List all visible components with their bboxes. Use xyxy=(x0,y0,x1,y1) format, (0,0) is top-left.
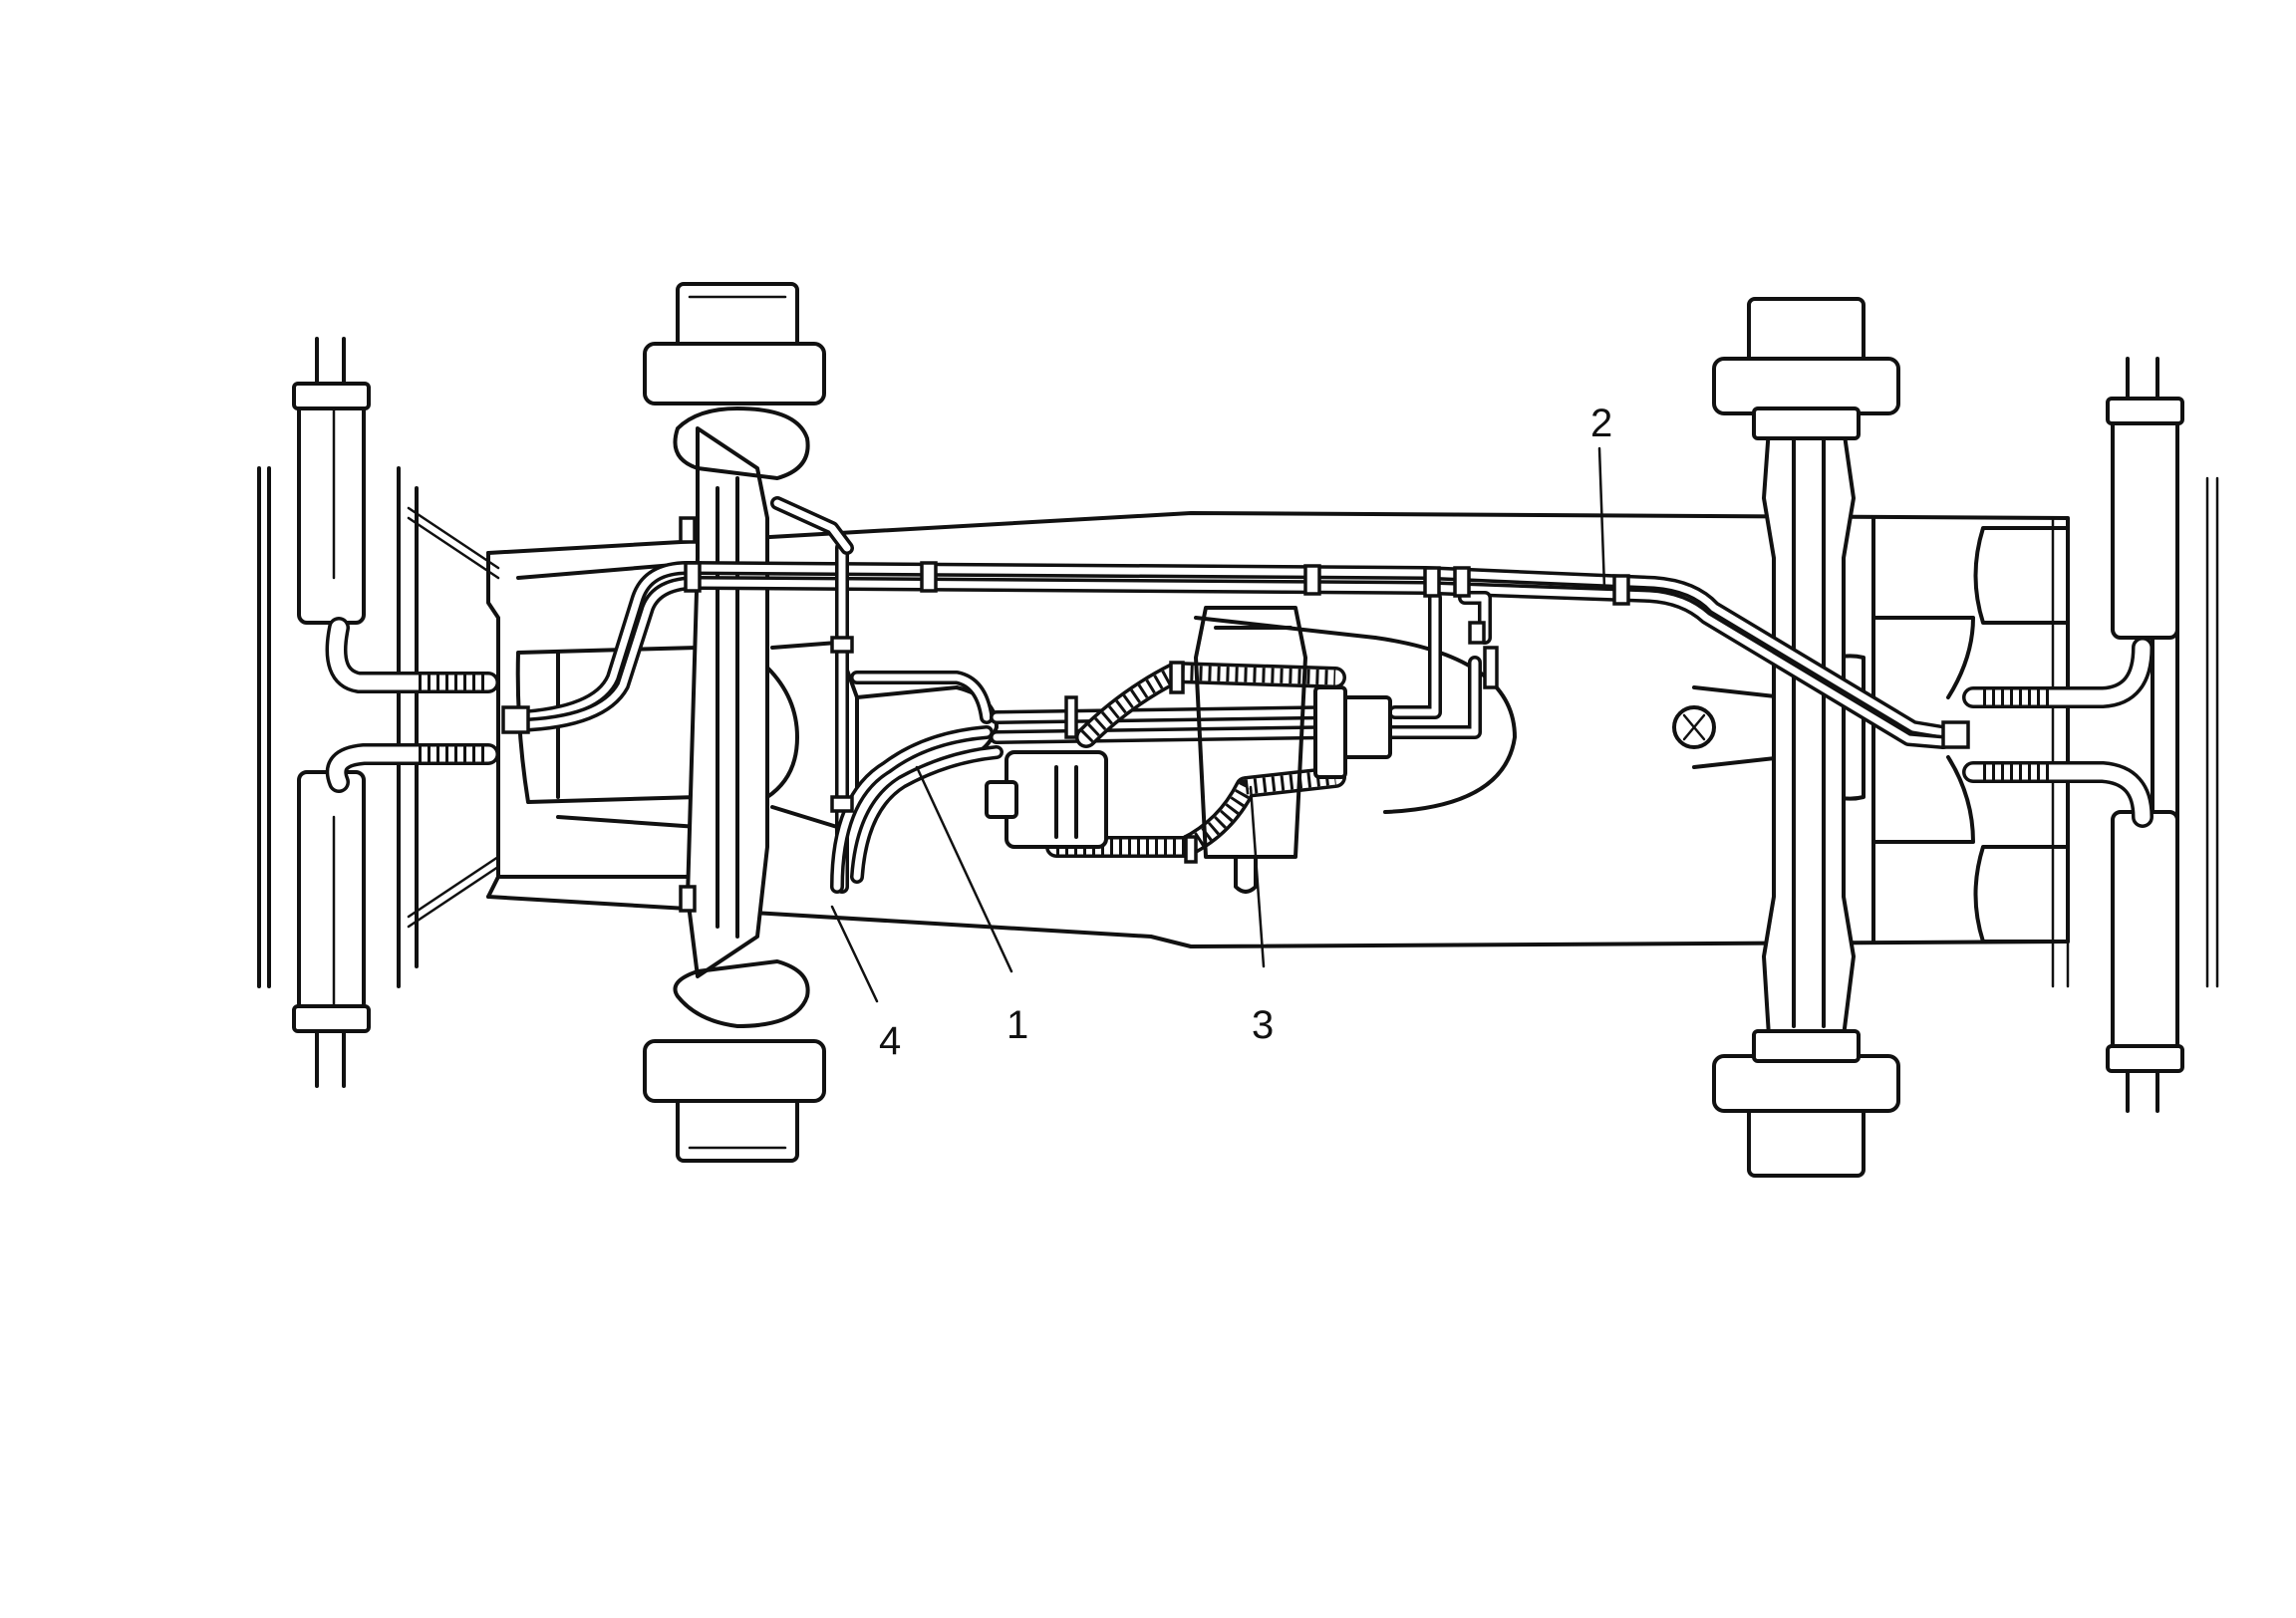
front-shock-absorbers xyxy=(292,337,371,1088)
callout-3: 3 xyxy=(1252,1003,1274,1047)
rear-shock-absorbers xyxy=(2106,357,2184,1113)
brake-booster-assembly xyxy=(985,606,1392,894)
callout-leaders xyxy=(830,446,1606,1003)
front-left-wheel xyxy=(643,282,826,480)
callout-4: 4 xyxy=(879,1019,901,1063)
rear-axle xyxy=(1712,297,1900,1178)
front-right-wheel xyxy=(643,959,826,1163)
rear-left-wheel xyxy=(1712,297,1900,440)
rear-right-wheel xyxy=(1712,1029,1900,1178)
brake-pipes xyxy=(511,496,1950,894)
callout-2: 2 xyxy=(1590,402,1612,445)
callout-1: 1 xyxy=(1006,1003,1028,1047)
front-axle xyxy=(643,282,999,1163)
pipe-clips xyxy=(501,516,1970,913)
